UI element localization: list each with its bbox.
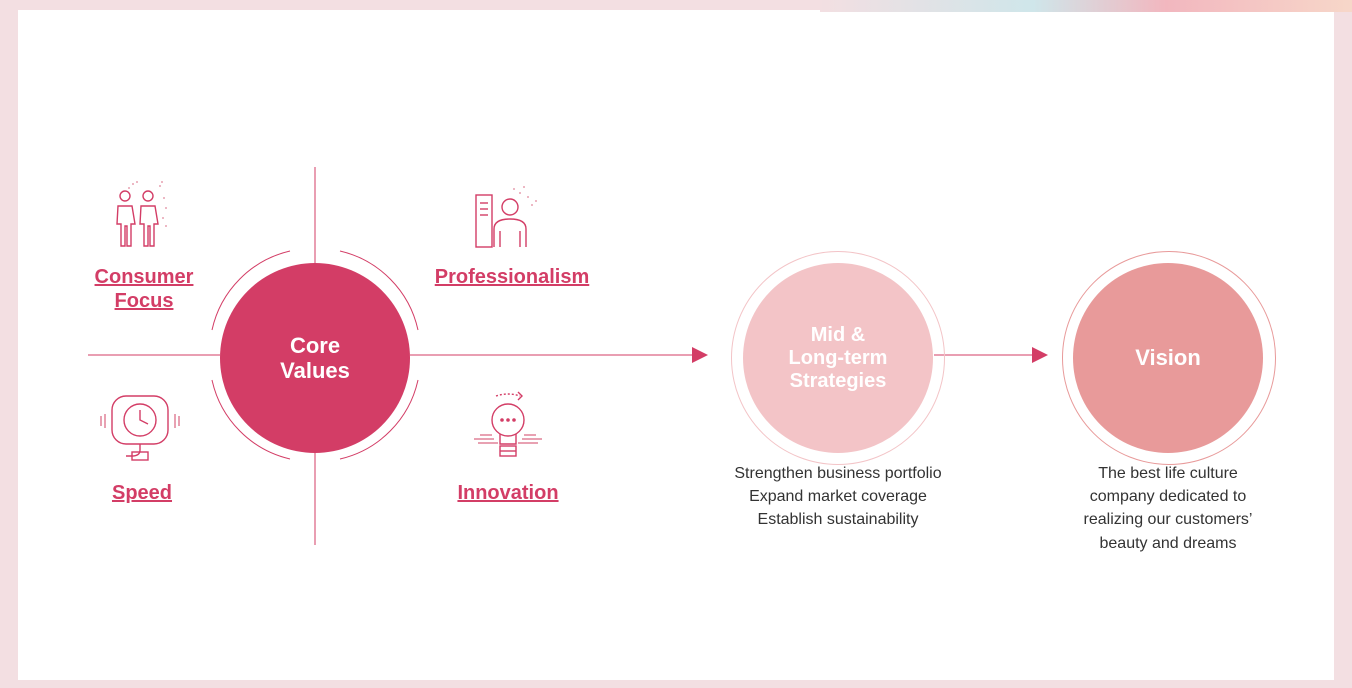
speed-label: Speed	[111, 482, 173, 504]
core-arc-top-left	[211, 250, 291, 331]
mid-desc-line: Expand market coverage	[749, 488, 927, 506]
mid-strategy-ring	[731, 251, 945, 465]
speed-link[interactable]: Speed	[90, 481, 194, 505]
arrowhead-mid-to-vision	[1032, 347, 1048, 363]
consumer-label-line1: Consumer	[94, 266, 194, 288]
professional-person-icon	[475, 186, 537, 248]
arrowhead-core-to-mid	[692, 347, 708, 363]
consumer-focus-link[interactable]: Consumer Focus	[82, 265, 206, 313]
mid-label-line3: Strategies	[789, 369, 887, 392]
vision-circle: Vision	[1073, 263, 1263, 453]
vision-desc-line: beauty and dreams	[1099, 534, 1237, 552]
people-icon	[116, 181, 167, 247]
core-label-line2: Values	[280, 358, 350, 383]
mid-strategy-description: Strengthen business portfolio Expand mar…	[688, 462, 988, 532]
professionalism-label: Professionalism	[434, 266, 590, 288]
core-values-circle: Core Values	[220, 263, 410, 453]
professionalism-link[interactable]: Professionalism	[420, 265, 604, 289]
mid-strategy-circle: Mid & Long-term Strategies	[743, 263, 933, 453]
core-arc-bottom-left	[211, 379, 291, 460]
mid-desc-line: Strengthen business portfolio	[734, 465, 942, 482]
innovation-link[interactable]: Innovation	[443, 481, 573, 505]
vision-desc-line: realizing our customers’	[1083, 511, 1253, 529]
mid-label-line2: Long-term	[788, 346, 888, 369]
mid-desc-line: Establish sustainability	[757, 511, 919, 529]
vision-desc-line: company dedicated to	[1089, 488, 1247, 506]
consumer-label-line2: Focus	[114, 290, 174, 312]
core-arc-top-right	[339, 250, 419, 331]
core-arc-bottom-right	[339, 379, 419, 460]
decorative-header-strip	[820, 0, 1352, 12]
vision-ring	[1062, 251, 1276, 465]
vision-label: Vision	[1135, 345, 1201, 371]
lightbulb-icon	[474, 391, 542, 457]
core-label-line1: Core	[289, 332, 341, 358]
vision-desc-line: The best life culture	[1098, 465, 1238, 482]
stopwatch-icon	[100, 395, 180, 461]
mid-label-line1: Mid &	[810, 323, 866, 346]
innovation-label: Innovation	[457, 482, 559, 504]
vision-description: The best life culture company dedicated …	[1038, 462, 1298, 555]
